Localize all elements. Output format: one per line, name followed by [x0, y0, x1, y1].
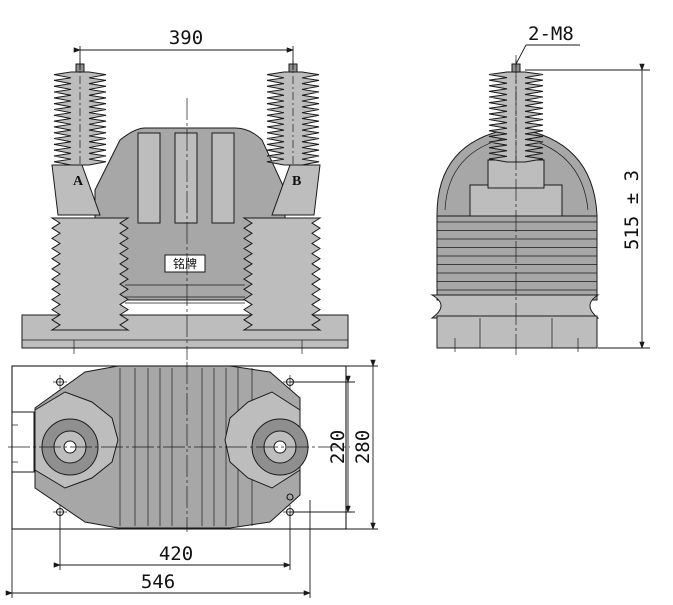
ground-stud: [286, 493, 294, 501]
bushing-sheds: [266, 71, 320, 166]
terminal-b-label: B: [292, 174, 301, 189]
front-right-shoulder: [271, 164, 321, 216]
side-view: [430, 55, 600, 355]
skirt-sheds: [50, 217, 130, 331]
bolt-spec-text: 2-M8: [528, 23, 574, 45]
skirt-sheds: [242, 217, 322, 331]
dim-height: 515 ± 3: [525, 63, 650, 349]
dim-length: 420 546: [5, 500, 311, 598]
front-right-skirt: [242, 217, 322, 331]
dim-280-text: 280: [352, 430, 374, 464]
front-rib-2: [174, 132, 198, 224]
terminal-a-label: A: [73, 174, 84, 189]
front-left-bushing: [53, 60, 107, 166]
front-left-skirt: [50, 217, 130, 331]
front-left-shoulder: [51, 164, 101, 216]
front-view: 铭牌 A B: [21, 60, 349, 360]
side-base: [436, 315, 598, 349]
dim-width: 220 280: [290, 359, 378, 530]
front-right-bushing: [266, 60, 320, 166]
top-view: [8, 362, 350, 532]
nameplate-box: [164, 254, 206, 273]
side-skirt: [430, 294, 600, 319]
dim-546-text: 546: [141, 571, 175, 593]
dim-420-text: 420: [159, 543, 193, 565]
front-rib-3: [211, 132, 235, 224]
side-body-ribs: [436, 215, 598, 297]
top-left-nameplate-edge: [11, 411, 35, 473]
front-rib-1: [137, 132, 161, 224]
dim-terminal-spacing: 390: [73, 27, 294, 70]
bolt-callout: 2-M8: [515, 23, 580, 65]
nameplate-label: 铭牌: [173, 256, 197, 271]
dim-390-text: 390: [169, 27, 203, 49]
dim-515-text: 515 ± 3: [621, 170, 643, 250]
dim-220-text: 220: [327, 430, 349, 464]
